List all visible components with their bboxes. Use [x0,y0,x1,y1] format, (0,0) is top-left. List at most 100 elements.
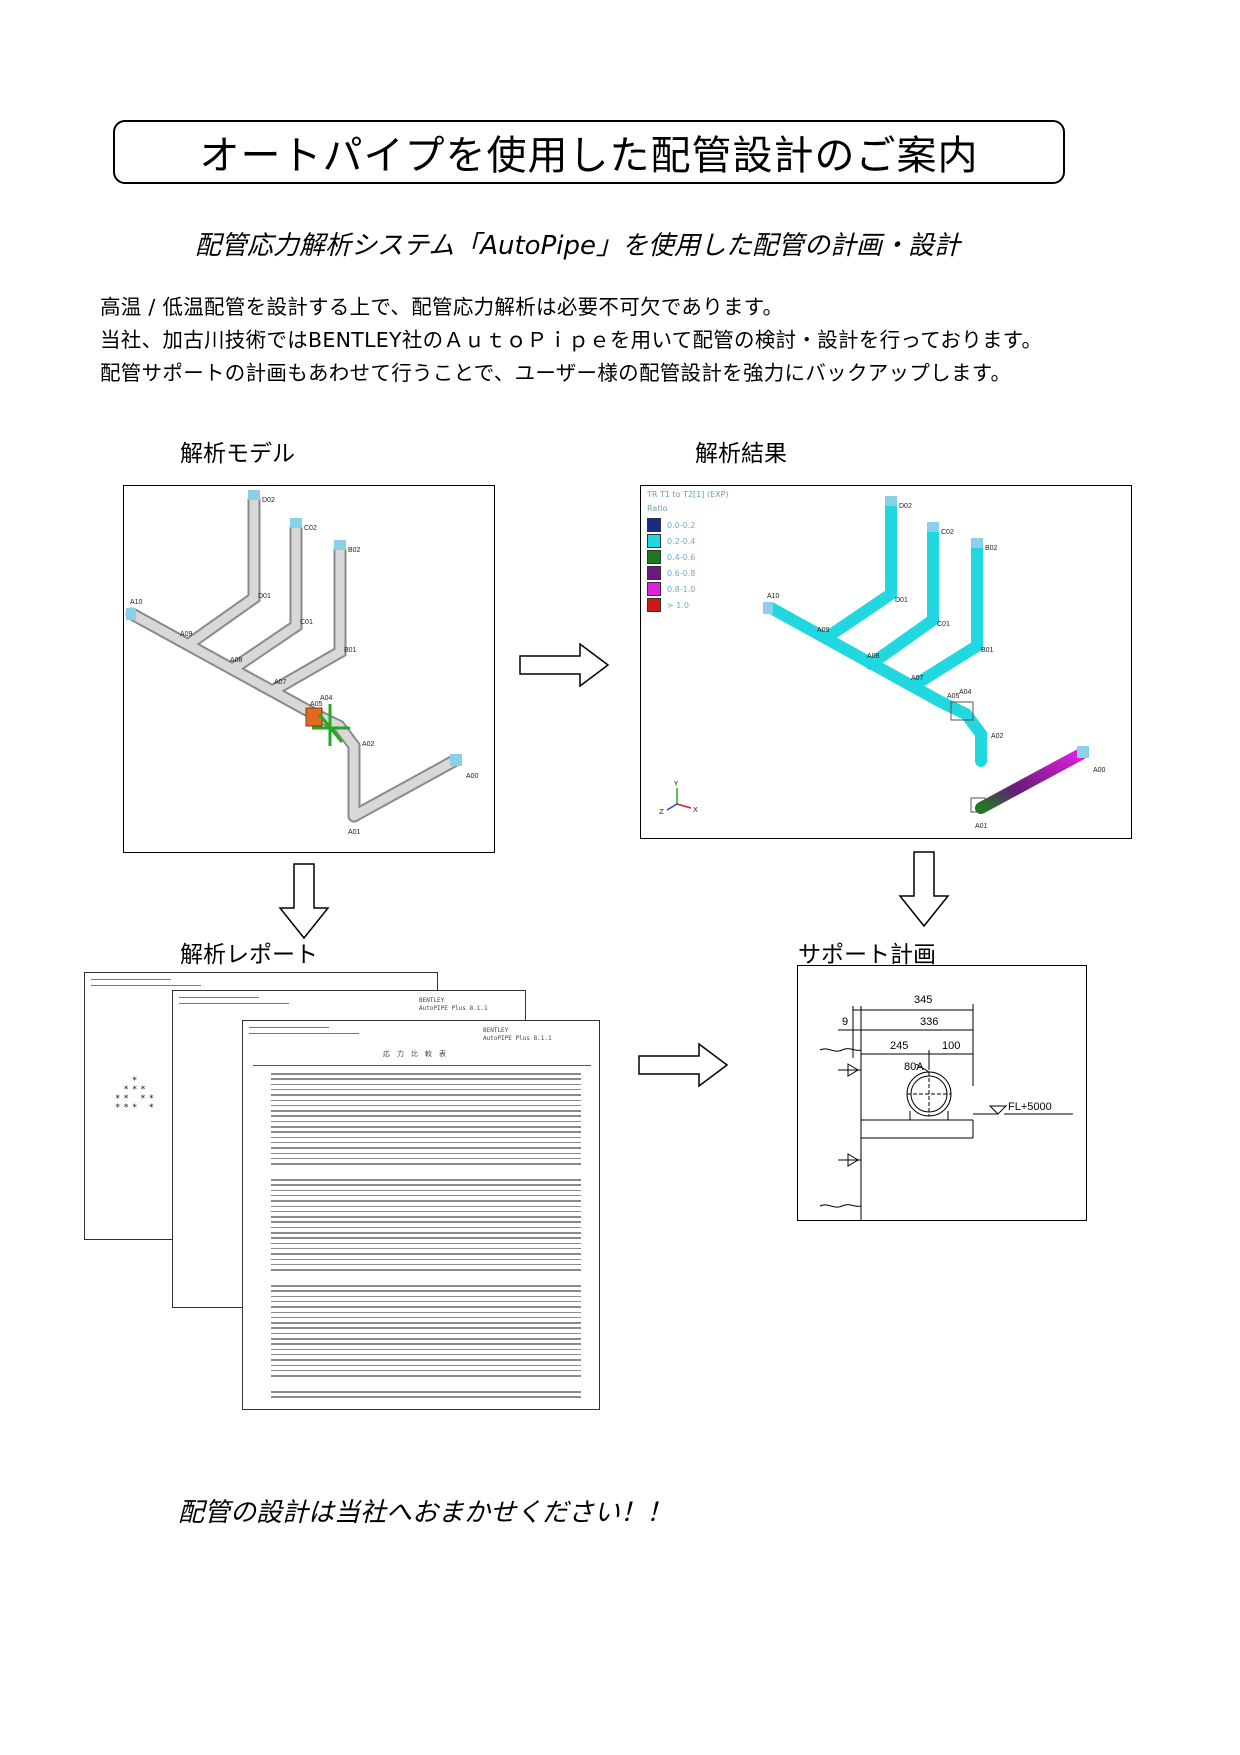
sheet-data-line [271,1141,581,1144]
node-a01: A01 [348,829,361,836]
sheet-data-line [271,1157,581,1160]
label-analysis-result: 解析結果 [695,441,787,467]
arrow-right-top [519,642,610,688]
legend-label: 0.6-0.8 [667,568,696,578]
sheet-data-line [271,1269,581,1271]
sheet-data-line [271,1136,581,1139]
anchor-d02 [248,490,260,500]
result-node-d01: D01 [895,597,908,604]
support-geometry [819,1004,1073,1220]
sheet-data-line [271,1316,581,1319]
sheet-data-line [271,1131,581,1133]
node-a05: A05 [310,701,323,708]
legend-label: 0.8-1.0 [667,584,696,594]
elevation-label: FL+5000 [1008,1101,1052,1113]
node-b02: B02 [348,547,361,554]
label-analysis-model: 解析モデル [180,441,295,467]
node-a00: A00 [466,773,479,780]
result-anchor-b02 [971,538,983,548]
legend-label: 0.2-0.4 [667,536,696,546]
sheet-data-line [271,1375,581,1377]
legend-item: 0.8-1.0 [647,582,695,596]
sheet-data-line [271,1348,581,1351]
front-sheet-title: 応 力 比 較 表 [383,1050,446,1058]
legend-item: 0.2-0.4 [647,534,695,548]
support-plan-panel: 345 336 9 245 100 80A FL+5000 [797,965,1087,1221]
sheet-data-line [271,1285,581,1287]
sheet-data-line [271,1083,581,1086]
result-anchor-a10 [763,602,773,614]
sheet-data-line [271,1242,581,1245]
sheet-data-line [271,1205,581,1207]
sheet-data-line [271,1300,581,1303]
legend-item: 0.4-0.6 [647,550,695,564]
result-node-c02: C02 [941,529,954,536]
sheet-data-line [271,1152,581,1154]
sheet-data-line [271,1311,581,1313]
legend-item: 0.0-0.2 [647,518,695,532]
anchor-a00 [450,754,462,766]
sheet-data-line [271,1189,581,1192]
axis-x-label: X [693,806,698,814]
legend-swatch [647,582,661,596]
node-a02: A02 [362,741,375,748]
label-analysis-report: 解析レポート [180,942,318,968]
node-c01: C01 [300,619,313,626]
legend-swatch [647,566,661,580]
sheet-data-line [271,1263,581,1266]
result-anchor-a00 [1077,746,1089,758]
sheet-data-line [271,1147,581,1149]
sheet-data-line [271,1391,581,1393]
result-node-a09: A09 [817,627,830,634]
dim-245: 245 [890,1040,908,1052]
analysis-model-panel: D02 C02 B02 D01 C01 B01 A10 A09 A08 A07 … [123,485,495,853]
sheet-data-line [271,1369,581,1372]
result-node-a08: A08 [867,653,880,660]
sheet-data-line [271,1226,581,1229]
node-d02: D02 [262,497,275,504]
sheet-data-line [271,1210,581,1213]
sheet-data-line [271,1110,581,1112]
sheet-data-line [271,1221,581,1223]
sheet-data-line [271,1338,581,1340]
arrow-down-left [278,863,330,940]
node-d01: D01 [258,593,271,600]
legend-item: 0.6-0.8 [647,566,695,580]
legend-swatch [647,518,661,532]
result-heading: TR T1 to T2[1] (EXP) [647,490,729,499]
sheet-data-line [271,1322,581,1324]
sheet-data-line [271,1184,581,1186]
node-c02: C02 [304,525,317,532]
sheet-data-line [271,1306,581,1308]
result-node-b02: B02 [985,545,998,552]
sheet-data-line [271,1353,581,1356]
sheet-data-line [271,1359,581,1361]
support-plan-drawing: 345 336 9 245 100 80A FL+5000 [819,994,1073,1220]
sheet-data-line [271,1104,581,1107]
sheet-data-line [271,1099,581,1101]
result-pipes [765,500,987,767]
result-node-a10: A10 [767,593,780,600]
result-node-a04: A04 [959,689,972,696]
legend-label: 0.0-0.2 [667,520,696,530]
closing-message: 配管の設計は当社へおまかせください！！ [178,1498,673,1528]
dim-336: 336 [920,1016,938,1028]
sheet-data-line [271,1194,581,1197]
anchor-c02 [290,518,302,528]
sheet-data-line [271,1364,581,1366]
sheet-data-line [271,1247,581,1250]
result-node-a00: A00 [1093,767,1106,774]
sheet-data-line [271,1396,581,1398]
page-title: オートパイプを使用した配管設計のご案内 [199,133,979,179]
result-anchors [763,496,1089,758]
model-support-symbols [305,704,350,746]
anchor-a10 [126,608,136,620]
sheet-data-line [271,1179,581,1181]
result-anchor-c02 [927,522,939,532]
node-a07: A07 [274,679,287,686]
middle-sheet-product: AutoPIPE Plus 8.1.1 [419,1005,488,1012]
dim-345: 345 [914,994,932,1006]
node-a04: A04 [320,695,333,702]
result-pipe-tail [975,748,1087,814]
result-node-d02: D02 [899,503,912,510]
